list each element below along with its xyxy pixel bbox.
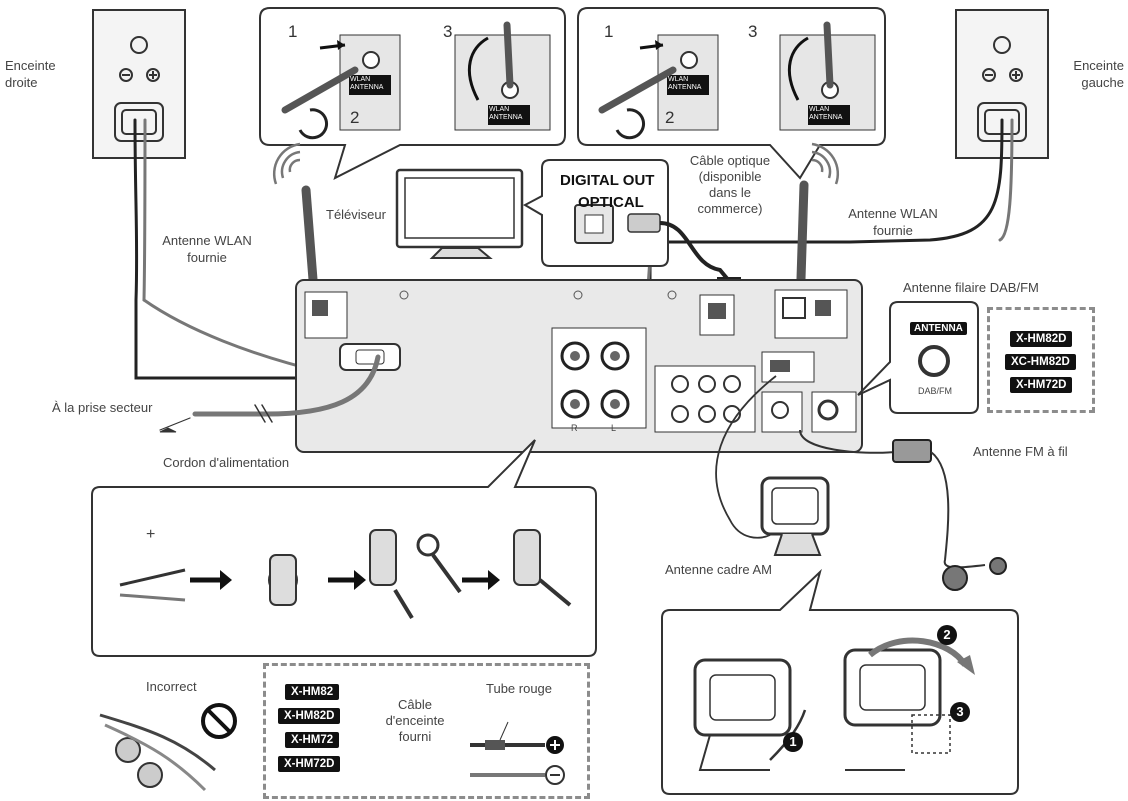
models-cable-box [263,663,590,799]
step-3-right: 3 [748,22,758,41]
main-unit-rear [295,279,863,453]
plus-sign: + [146,526,156,543]
digital-out-title: DIGITAL OUT [560,172,655,189]
models-dab-box [987,307,1095,413]
am-step-3: 3 [950,702,970,722]
antenna-callout-left [259,7,566,180]
tv-label: Téléviseur [326,207,386,222]
step-1-right: 1 [604,22,614,41]
wlan-jack-label-1: WLAN ANTENNA [350,76,384,91]
step-1-left: 1 [288,22,298,41]
channel-r: R [571,423,578,433]
model-cable-3: X-HM72 [285,732,340,748]
optical-cable-label: Câble optique (disponible dans le commer… [689,153,771,216]
model-cable-2: X-HM82D [278,708,341,724]
power-cord-label: Cordon d'alimentation [163,455,290,470]
step-2-left: 2 [350,108,360,127]
dab-fm-label: Antenne filaire DAB/FM [903,280,1039,295]
wlan-right-label: Antenne WLAN fournie [848,206,938,238]
model-dab-1: X-HM82D [1010,331,1073,347]
channel-l: L [611,423,617,433]
speaker-cable-label: Câble d'enceinte fourni [385,697,445,744]
wlan-jack-label-3: WLAN ANTENNA [668,76,702,91]
am-step-2: 2 [937,625,957,645]
antenna-callout-right [577,7,886,180]
digital-out-optical: OPTICAL [578,194,644,211]
model-cable-4: X-HM72D [278,756,341,772]
fm-wire-antenna [799,429,1007,591]
speaker-wiring-callout [91,439,597,657]
mains-label: À la prise secteur [52,400,153,415]
incorrect-illustration [99,703,237,792]
wlan-left-label: Antenne WLAN fournie [162,233,252,265]
step-3-left: 3 [443,22,453,41]
power-cord [159,354,381,433]
step-2-right: 2 [665,108,675,127]
incorrect-label: Incorrect [146,679,197,694]
red-tube-label: Tube rouge [486,681,553,696]
antenna-jack-sub: DAB/FM [918,386,953,396]
wifi-icon-left [272,142,301,185]
antenna-jack-title: ANTENNA [910,322,967,335]
model-dab-2: XC-HM82D [1005,354,1076,370]
am-assembly-callout [661,568,1019,795]
wifi-icon-right [811,142,840,185]
wlan-jack-label-4: WLAN ANTENNA [809,106,843,121]
speaker-cable-tubes [470,721,565,785]
speaker-left-label: Enceinte gauche [1073,58,1124,90]
am-loop-antenna [715,375,830,556]
am-loop-label: Antenne cadre AM [665,562,772,577]
am-step-1: 1 [783,732,803,752]
television [395,168,524,259]
fm-wire-label: Antenne FM à fil [973,444,1068,459]
wlan-jack-label-2: WLAN ANTENNA [489,106,523,121]
model-dab-3: X-HM72D [1010,377,1073,393]
speaker-right-label: Enceinte droite [5,58,56,90]
speaker-right [92,9,186,159]
model-cable-1: X-HM82 [285,684,340,700]
